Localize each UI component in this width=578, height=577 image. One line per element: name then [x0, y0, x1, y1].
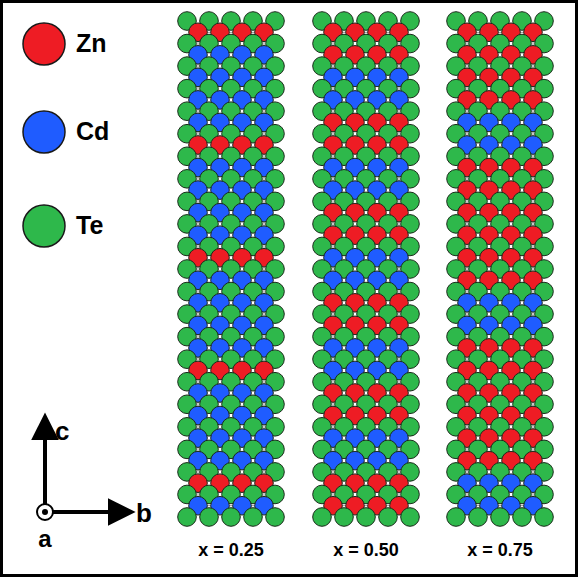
b-axis-arrow	[45, 510, 130, 514]
legend-swatches	[23, 23, 65, 247]
a-axis-symbol	[37, 504, 53, 520]
unit-cell-outline	[467, 32, 533, 505]
atom	[401, 508, 420, 527]
c-axis-arrow	[43, 418, 47, 512]
axis-label: a	[38, 527, 51, 551]
atom	[200, 508, 219, 527]
unit-cell-outline	[198, 32, 264, 505]
legend-swatch	[23, 205, 65, 247]
composition-label: x = 0.25	[198, 541, 264, 559]
legend-swatch	[23, 111, 65, 153]
crystal-columns	[178, 12, 554, 527]
atom	[335, 508, 354, 527]
axis-label: b	[136, 500, 152, 526]
atom	[313, 508, 332, 527]
a-axis-dot	[42, 509, 48, 515]
unit-cell-outline	[333, 32, 399, 505]
atom	[357, 508, 376, 527]
composition-label: x = 0.50	[333, 541, 399, 559]
atom	[379, 508, 398, 527]
atom	[244, 508, 263, 527]
atom	[266, 508, 285, 527]
legend-label: Te	[76, 213, 103, 238]
legend-label: Zn	[76, 31, 107, 56]
atom	[513, 508, 532, 527]
legend-swatch	[23, 23, 65, 65]
atom	[469, 508, 488, 527]
atom	[222, 508, 241, 527]
atom	[178, 508, 197, 527]
atom	[491, 508, 510, 527]
atom	[535, 508, 554, 527]
legend-label: Cd	[76, 119, 109, 144]
composition-label: x = 0.75	[467, 541, 533, 559]
axis-label: c	[55, 418, 69, 444]
atom	[447, 508, 466, 527]
